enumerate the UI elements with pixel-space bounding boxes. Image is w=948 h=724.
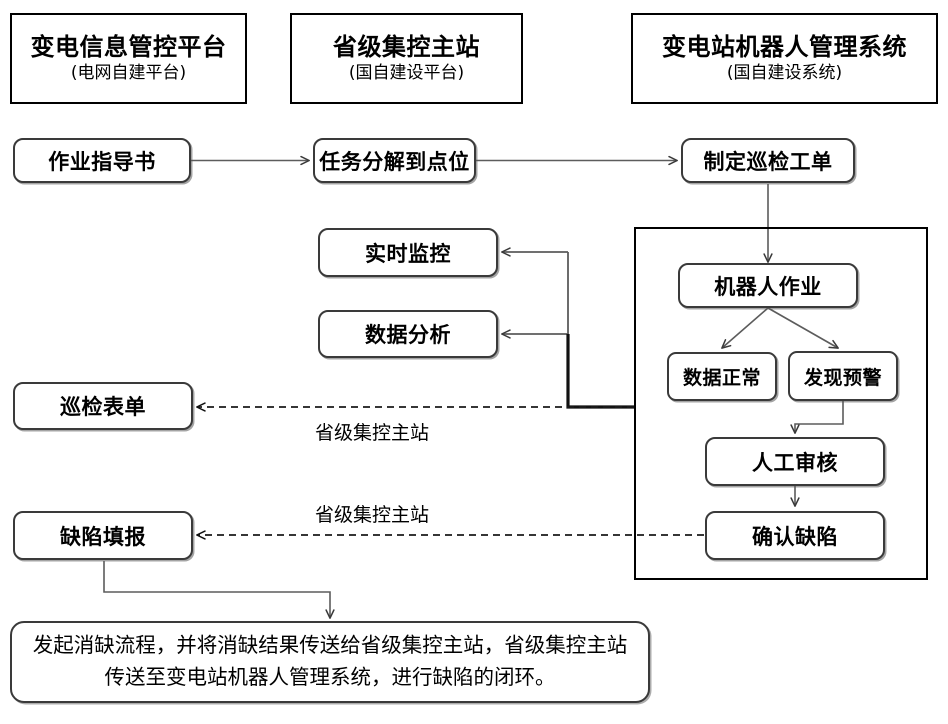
- header-box-robot-management-system: 变电站机器人管理系统 (国自建设系统): [631, 13, 938, 104]
- edge-label-to-inspection-form: 省级集控主站: [315, 422, 430, 444]
- node-alarm-found[interactable]: 发现预警: [788, 351, 898, 401]
- node-task-decompose[interactable]: 任务分解到点位: [313, 138, 476, 183]
- node-label: 实时监控: [365, 241, 451, 266]
- node-robot-operation[interactable]: 机器人作业: [678, 263, 858, 308]
- node-data-normal[interactable]: 数据正常: [667, 352, 777, 401]
- node-manual-review[interactable]: 人工审核: [705, 437, 885, 486]
- header-subtitle: (国自建设平台): [348, 62, 465, 83]
- node-confirm-defect[interactable]: 确认缺陷: [705, 511, 885, 560]
- node-create-work-order[interactable]: 制定巡检工单: [681, 138, 855, 183]
- summary-text: 发起消缺流程，并将消缺结果传送给省级集控主站，省级集控主站传送至变电站机器人管理…: [32, 633, 628, 689]
- node-realtime-monitor[interactable]: 实时监控: [318, 228, 498, 277]
- node-label: 缺陷填报: [60, 524, 146, 549]
- node-label: 任务分解到点位: [319, 149, 470, 174]
- summary-box: 发起消缺流程，并将消缺结果传送给省级集控主站，省级集控主站传送至变电站机器人管理…: [10, 621, 650, 703]
- node-label: 数据正常: [682, 367, 761, 389]
- header-box-substation-info-platform: 变电信息管控平台 (电网自建平台): [10, 13, 247, 104]
- node-work-instruction[interactable]: 作业指导书: [13, 138, 191, 183]
- node-label: 巡检表单: [60, 395, 146, 419]
- header-subtitle: (电网自建平台): [70, 62, 187, 83]
- edge-trunk-lower-to-panel: [566, 334, 634, 409]
- node-label: 发现预警: [803, 366, 882, 389]
- header-title: 变电信息管控平台: [30, 32, 227, 61]
- robot-system-panel: [634, 227, 928, 580]
- header-box-provincial-master-station: 省级集控主站 (国自建设平台): [290, 13, 523, 104]
- node-label: 机器人作业: [714, 274, 822, 299]
- node-label: 作业指导书: [48, 149, 156, 174]
- edge-label-to-defect-report: 省级集控主站: [315, 504, 430, 526]
- node-data-analysis[interactable]: 数据分析: [318, 310, 498, 358]
- node-label: 数据分析: [365, 323, 451, 347]
- node-label: 制定巡检工单: [703, 149, 833, 174]
- header-subtitle: (国自建设系统): [726, 62, 843, 83]
- edge-defectreport-to-summary: [103, 561, 335, 619]
- node-inspection-form[interactable]: 巡检表单: [13, 382, 193, 430]
- header-title: 变电站机器人管理系统: [662, 32, 907, 61]
- header-title: 省级集控主站: [333, 32, 480, 61]
- node-label: 人工审核: [752, 450, 838, 475]
- node-label: 确认缺陷: [752, 524, 838, 549]
- node-defect-report[interactable]: 缺陷填报: [13, 511, 193, 560]
